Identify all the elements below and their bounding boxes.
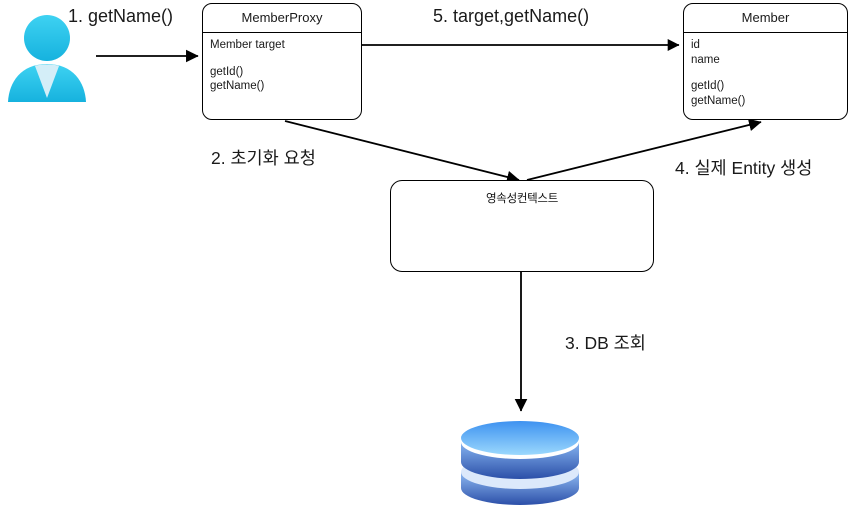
persistence-context-box[interactable]: 영속성컨텍스트 xyxy=(390,180,654,272)
method-get-name: getName() xyxy=(691,94,746,107)
class-box-member-proxy[interactable]: MemberProxy Member target getId() getNam… xyxy=(202,3,362,120)
class-body-member-proxy: Member target getId() getName() xyxy=(203,33,361,94)
annotation-step5: 5. target,getName() xyxy=(433,6,590,26)
user-icon xyxy=(8,15,86,102)
arrow-step4 xyxy=(526,118,762,181)
annotation-step4: 4. 실제 Entity 생성 xyxy=(675,158,813,178)
persistence-context-label: 영속성컨텍스트 xyxy=(486,193,558,205)
class-box-member[interactable]: Member id name getId() getName() xyxy=(683,3,848,120)
divider-gap xyxy=(691,67,840,79)
method-get-name: getName() xyxy=(210,80,265,92)
annotation-step3: 3. DB 조회 xyxy=(565,333,646,353)
database-cylinder-icon xyxy=(461,421,579,505)
arrow-step2 xyxy=(284,120,520,184)
method-get-id: getId() xyxy=(210,65,244,78)
method-get-id: getId() xyxy=(691,80,725,92)
annotation-step1: 1. getName() xyxy=(68,6,174,26)
class-title-member-proxy: MemberProxy xyxy=(203,4,361,33)
field-name: name xyxy=(691,53,720,66)
class-body-member: id name getId() getName() xyxy=(684,33,847,108)
field-member-target: Member target xyxy=(210,39,285,51)
divider-gap xyxy=(210,53,354,65)
class-title-member: Member xyxy=(684,4,847,33)
annotation-step2: 2. 초기화 요청 xyxy=(211,148,316,168)
field-id: id xyxy=(691,39,700,51)
